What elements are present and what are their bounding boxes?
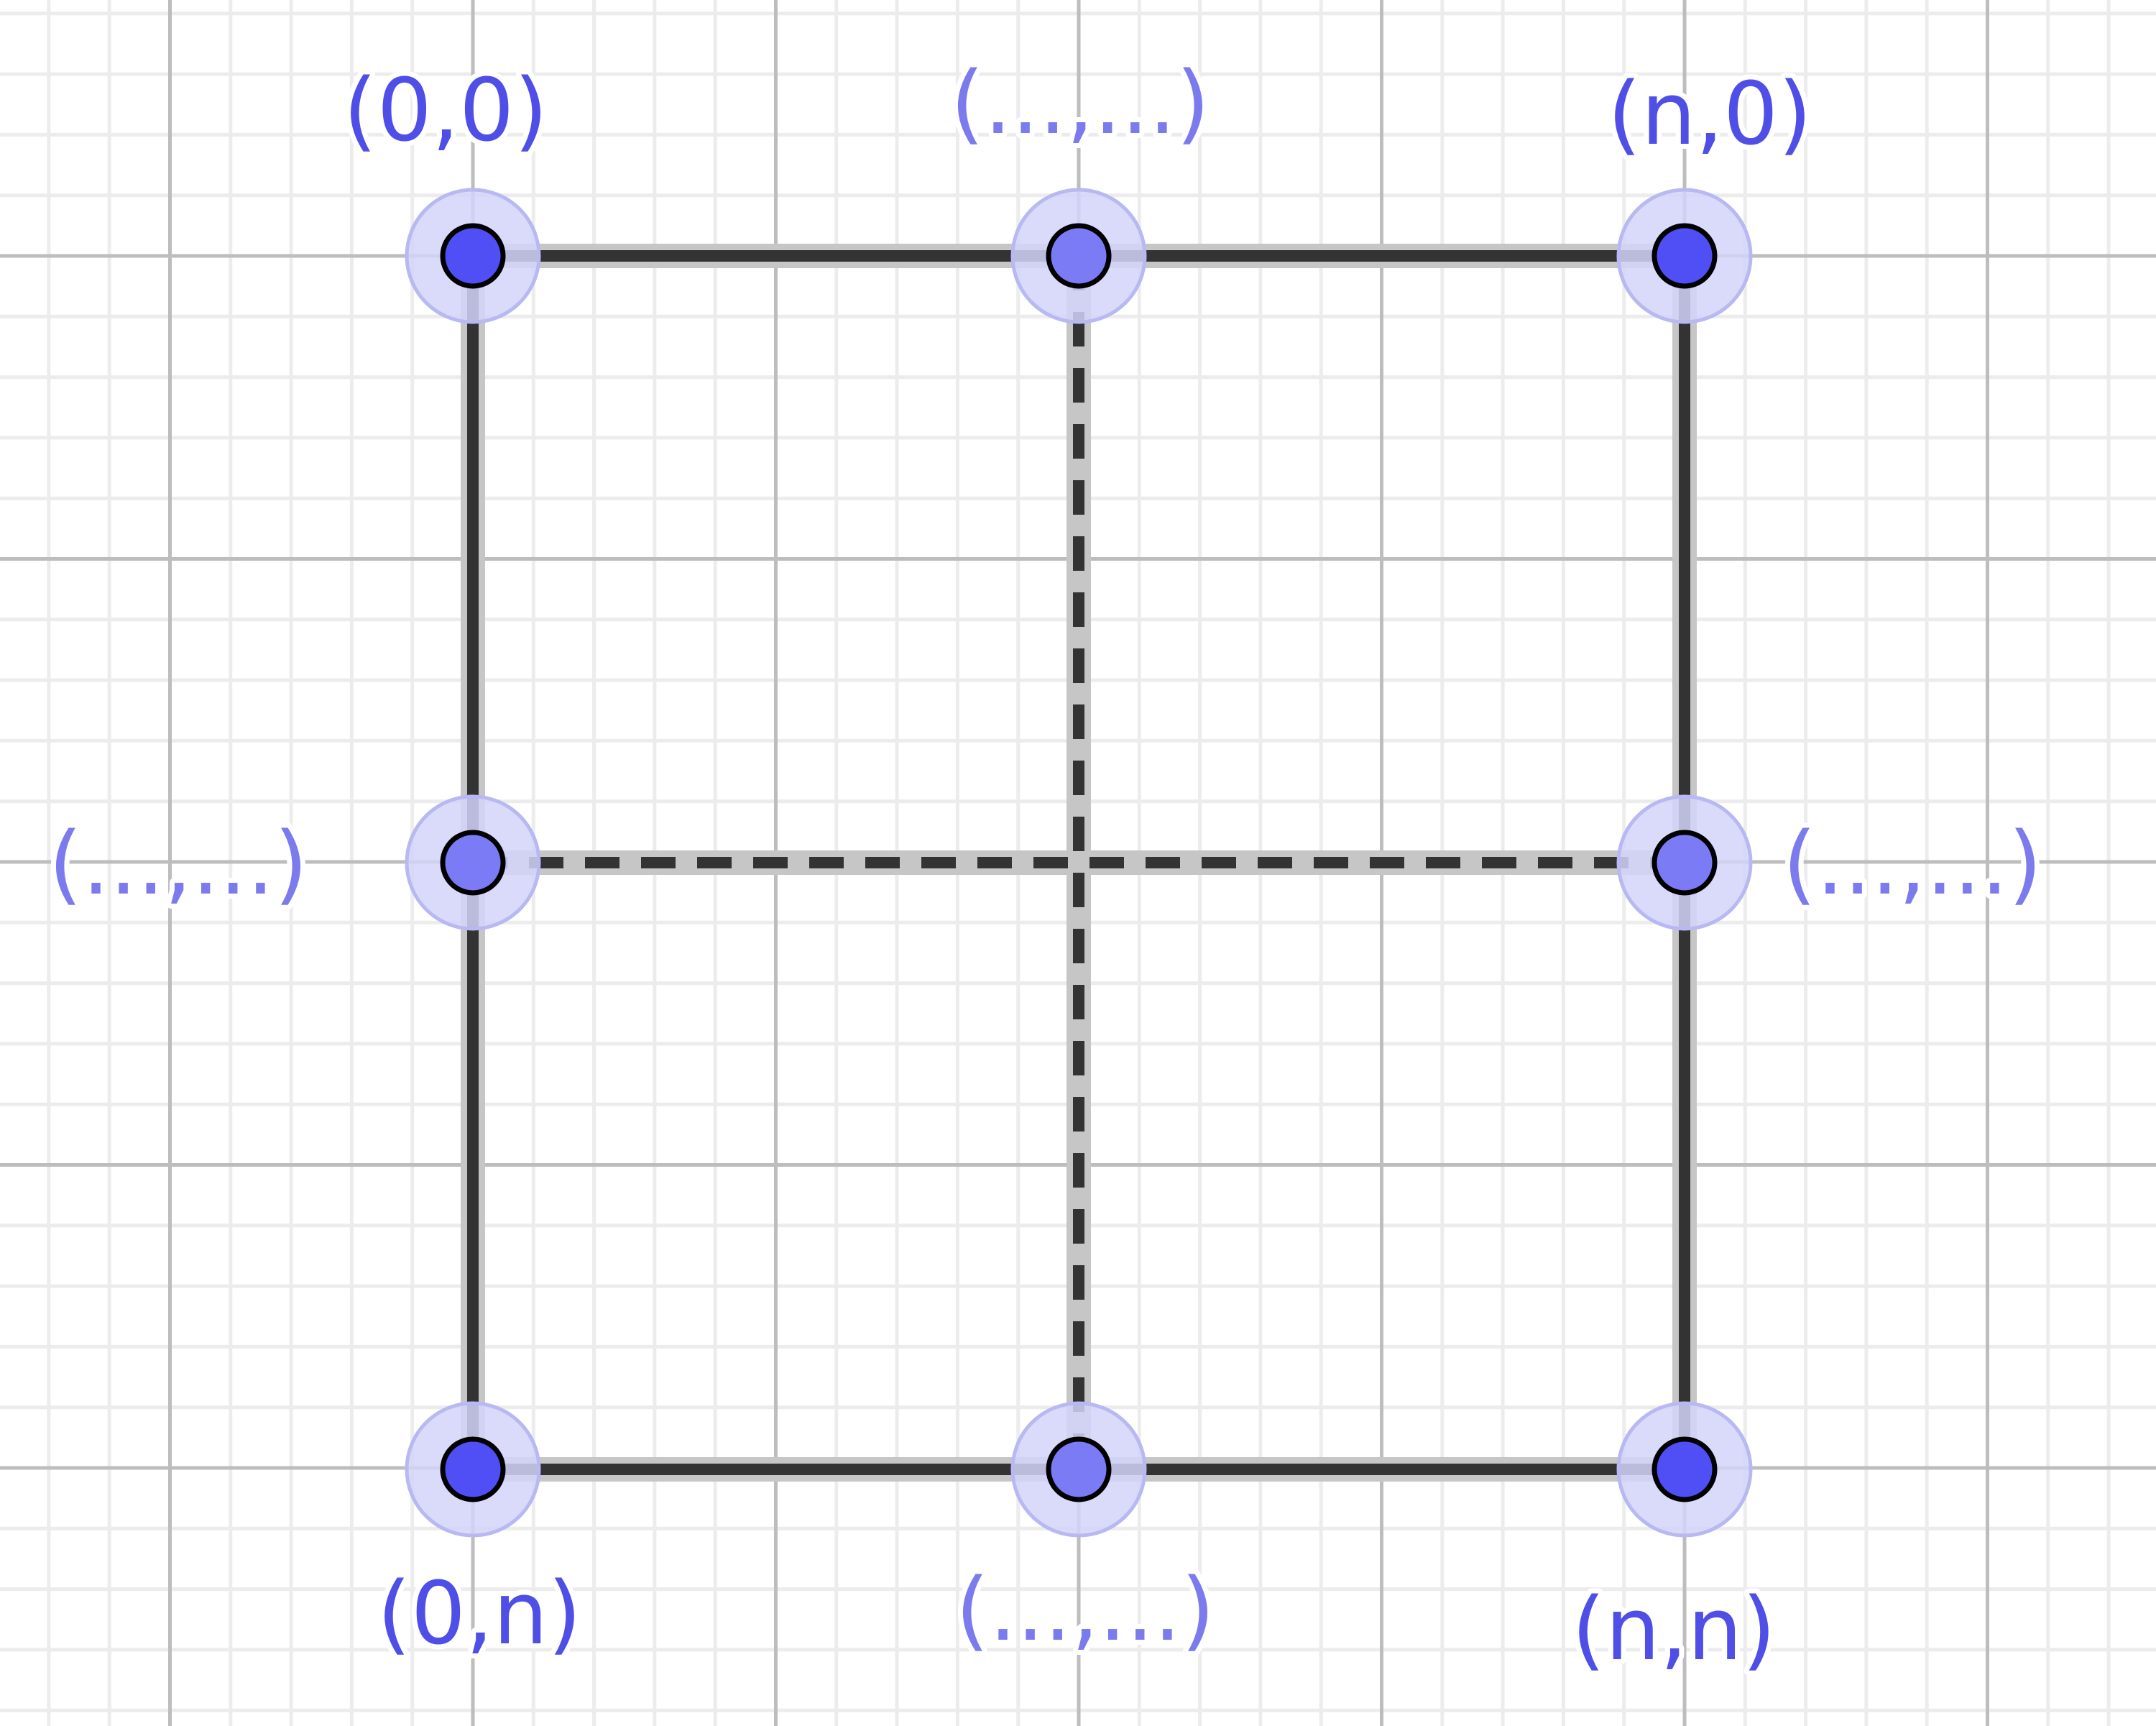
label-mid-right: (...,...) xyxy=(1783,814,2042,914)
point-dot[interactable] xyxy=(1651,223,1718,289)
point-dot[interactable] xyxy=(1046,223,1112,289)
point-bottom-left[interactable] xyxy=(405,1401,541,1538)
dashed-midlines xyxy=(473,256,1685,1469)
point-top-mid[interactable] xyxy=(1010,188,1147,324)
point-top-left[interactable] xyxy=(405,188,541,324)
point-dot[interactable] xyxy=(440,1436,506,1502)
label-top-right: (n,0) xyxy=(1608,65,1812,165)
label-top-left: (0,0) xyxy=(344,61,548,161)
point-mid-right[interactable] xyxy=(1616,794,1753,931)
label-mid-left: (...,...) xyxy=(49,814,308,914)
point-top-right[interactable] xyxy=(1616,188,1753,324)
point-dot[interactable] xyxy=(1046,1436,1112,1502)
point-bottom-right[interactable] xyxy=(1616,1401,1753,1538)
label-bottom-mid: (...,...) xyxy=(956,1561,1215,1661)
label-bottom-left: (0,n) xyxy=(377,1564,581,1664)
point-mid-left[interactable] xyxy=(405,794,541,931)
label-top-mid: (...,...) xyxy=(951,54,1210,154)
label-bottom-right: (n,n) xyxy=(1572,1580,1776,1680)
point-dot[interactable] xyxy=(1651,1436,1718,1502)
point-dot[interactable] xyxy=(440,223,506,289)
point-dot[interactable] xyxy=(1651,830,1718,896)
point-dot[interactable] xyxy=(440,830,506,896)
point-bottom-mid[interactable] xyxy=(1010,1401,1147,1538)
